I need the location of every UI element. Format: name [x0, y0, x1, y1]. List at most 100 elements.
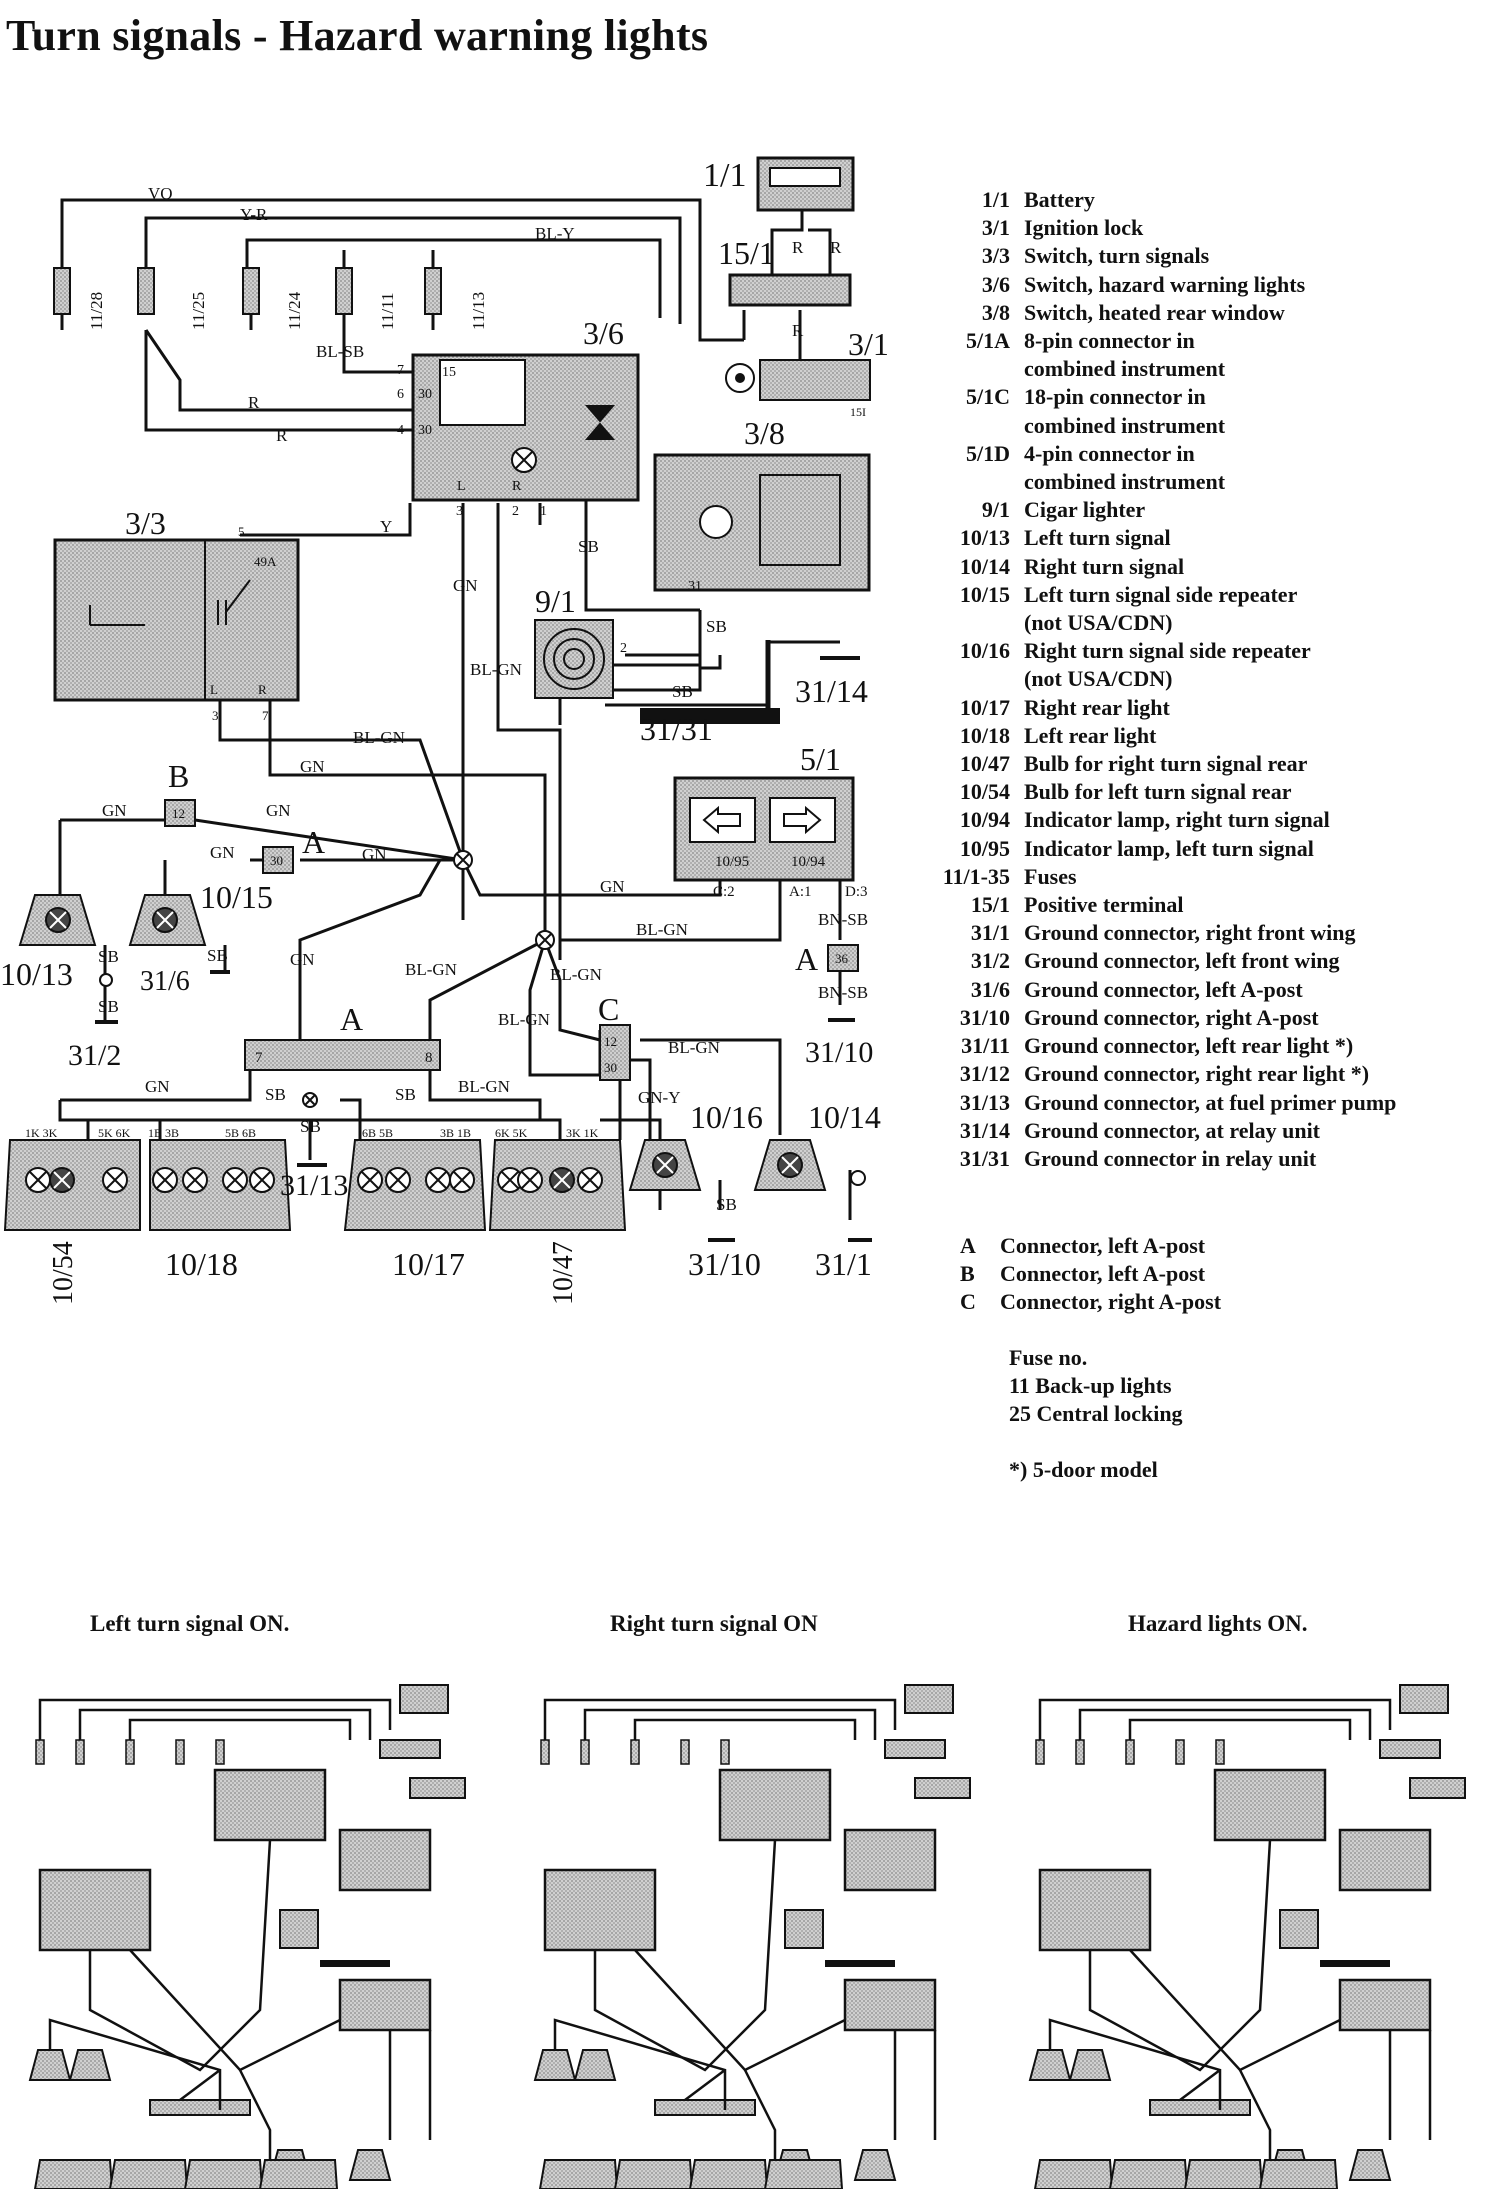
svg-text:C:2: C:2 — [713, 884, 735, 900]
legend-description: 4-pin connector in — [1024, 440, 1195, 466]
component-label: 31/14 — [795, 673, 868, 709]
wire-label: GN — [453, 576, 478, 595]
svg-text:12: 12 — [172, 806, 185, 821]
wire-label: SB — [672, 682, 693, 701]
svg-text:7: 7 — [397, 363, 404, 378]
wire-label: BL-GN — [405, 960, 457, 979]
connector-C: 12 30 C — [598, 991, 631, 1081]
wire-label: SB — [300, 1117, 321, 1136]
legend-description: Ground connector, left rear light *) — [1024, 1033, 1354, 1059]
fuse-11-11 — [335, 267, 353, 315]
legend-code: 31/2 — [970, 948, 1010, 974]
legend-description: combined instrument — [1024, 412, 1226, 438]
wire-label: GN — [362, 845, 387, 864]
fuses: 11/28 11/25 11/24 11/11 11/13 — [53, 267, 488, 330]
legend-description: Indicator lamp, left turn signal — [1024, 835, 1314, 861]
legend-row: combined instrument — [885, 468, 1396, 496]
left-side-repeater-10-15: 10/15 — [128, 879, 273, 946]
legend-code: 31/12 — [959, 1061, 1010, 1087]
component-label: 10/47 — [548, 1241, 579, 1305]
component-label: 10/54 — [48, 1241, 79, 1305]
svg-text:6: 6 — [397, 387, 404, 402]
legend-description: (not USA/CDN) — [1024, 666, 1173, 692]
fuse-list: Fuse no. 11 Back-up lights 25 Central lo… — [1009, 1344, 1183, 1428]
legend-code: 31/11 — [961, 1033, 1010, 1059]
component-label: B — [168, 758, 189, 794]
right-turn-signal-10-14: 10/14 — [753, 1099, 881, 1191]
component-label: 31/10 — [805, 1036, 873, 1069]
legend-code — [885, 468, 1024, 496]
thumbnail-diagrams — [28, 1684, 1466, 2189]
legend-description: Ground connector, at relay unit — [1024, 1117, 1321, 1143]
cigar-lighter-9-1: 9/1 2 — [534, 583, 627, 699]
legend-code: 3/3 — [981, 243, 1010, 269]
legend-description: Positive terminal — [1024, 892, 1184, 918]
legend-row: 10/18 Left rear light — [885, 722, 1396, 750]
wire-label: R — [830, 238, 842, 257]
wire-label: BL-Y — [535, 224, 575, 243]
legend-code: 5/1A — [966, 328, 1010, 354]
connector-code: C — [960, 1289, 976, 1314]
fuse-11-28 — [53, 267, 71, 315]
svg-text:5K 6K: 5K 6K — [98, 1126, 131, 1140]
fuse-11-24 — [242, 267, 260, 315]
legend-code: 10/18 — [959, 722, 1010, 748]
component-label: 31/13 — [280, 1169, 348, 1202]
thumbnail-diagram — [533, 1684, 971, 2189]
svg-text:30: 30 — [604, 1060, 617, 1075]
component-label: 31/1 — [815, 1246, 872, 1282]
fuse-11-13 — [424, 267, 442, 315]
component-label: 10/18 — [165, 1246, 238, 1282]
ground-31-10-a: 31/10 — [805, 1018, 873, 1069]
svg-text:15: 15 — [442, 365, 456, 380]
legend-description: 8-pin connector in — [1024, 328, 1195, 354]
thumbnail-title-hazard: Hazard lights ON. — [1128, 1611, 1308, 1636]
splice-points — [302, 850, 866, 1186]
wire-label: BL-GN — [668, 1038, 720, 1057]
legend-code — [885, 665, 1024, 693]
legend-code: 31/31 — [959, 1145, 1010, 1171]
wire-label: BL-GN — [353, 728, 405, 747]
legend-code: 31/1 — [970, 920, 1010, 946]
svg-text:4: 4 — [397, 423, 404, 438]
svg-text:5B 6B: 5B 6B — [225, 1126, 256, 1140]
legend-code: 31/10 — [959, 1004, 1010, 1030]
legend-code — [885, 609, 1024, 637]
component-label: 3/1 — [848, 326, 889, 362]
svg-text:A:1: A:1 — [789, 884, 812, 900]
legend-code: 5/1D — [966, 440, 1010, 466]
wire-label: GN — [600, 877, 625, 896]
legend-description: Cigar lighter — [1024, 497, 1146, 523]
thumbnail-title-left: Left turn signal ON. — [90, 1611, 290, 1636]
component-label: 10/17 — [392, 1246, 465, 1282]
legend-code: 11/1-35 — [942, 863, 1010, 889]
connector-B: 12 B — [164, 758, 196, 827]
legend-code: 10/13 — [959, 525, 1010, 551]
wire-label: BL-GN — [470, 660, 522, 679]
legend-description: combined instrument — [1024, 356, 1226, 382]
legend-description: Left rear light — [1024, 722, 1157, 748]
svg-text:2: 2 — [620, 641, 627, 656]
wire-label: BN-SB — [818, 983, 868, 1002]
component-label: 31/31 — [640, 711, 713, 747]
ground-31-2: 31/2 — [68, 973, 121, 1072]
wire-label: SB — [395, 1085, 416, 1104]
legend-row: 5/1D 4-pin connector in — [885, 440, 1396, 468]
svg-text:7: 7 — [255, 1050, 263, 1066]
legend-row: 31/11 Ground connector, left rear light *… — [885, 1032, 1396, 1060]
connector-A-36: 36 A — [795, 941, 859, 977]
wire-label: Y-R — [240, 205, 268, 224]
svg-text:R: R — [258, 682, 267, 697]
connector-description: Connector, left A-post — [1000, 1233, 1206, 1258]
svg-text:36: 36 — [835, 951, 849, 966]
legend-code: 15/1 — [970, 892, 1010, 918]
wire-label: BL-GN — [550, 965, 602, 984]
wire-label: R — [792, 321, 804, 340]
